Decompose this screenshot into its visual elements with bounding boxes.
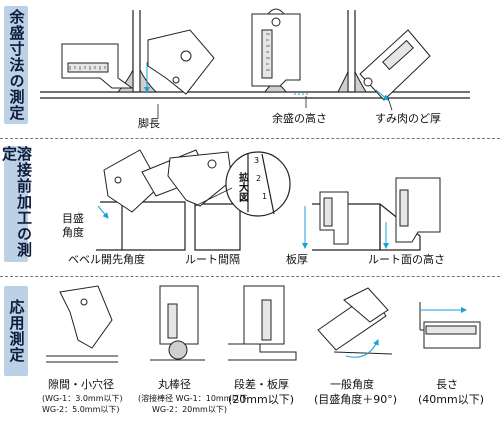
label-throat-thickness: すみ肉のど厚: [375, 112, 441, 125]
note-general-angle: (目盛角度＋90°): [314, 393, 398, 406]
label-length: 長さ: [436, 378, 458, 391]
label-angle: 角度: [62, 226, 84, 239]
section-band-pre-weld: 溶接前加工の測定: [0, 146, 33, 262]
gauge-step: [228, 285, 297, 361]
zoom-number-3: 3: [254, 156, 260, 165]
gauge-leg-length: [61, 29, 215, 95]
label-root-gap: ルート間隔: [185, 253, 240, 266]
gauge-root-gap: [167, 151, 233, 207]
note-gap-hole-2: WG-2：5.0mm以下): [42, 405, 120, 414]
arrow-throat: [375, 89, 389, 101]
section-title-pre-weld: 溶接前加工の測定: [0, 146, 33, 258]
gauge-scale-ticks-1: [69, 66, 106, 70]
label-round-bar: 丸棒径: [158, 378, 191, 391]
section-divider-1: [0, 138, 500, 139]
note-step-thickness: (20mm以下): [228, 393, 295, 406]
section-title-weld-size: 余盛寸法の測定: [7, 9, 26, 121]
label-scale: 目盛: [62, 212, 84, 225]
section-title-application: 応用測定: [7, 299, 26, 363]
arrow-bevel-angle: [97, 205, 109, 219]
section-band-application: 応用測定: [4, 286, 28, 376]
label-plate-thickness: 板厚: [286, 253, 308, 266]
gauge-scale-ticks-2: [266, 33, 270, 71]
label-general-angle: 一般角度: [330, 378, 374, 391]
note-round-bar-1: (溶接棒径 WG-1：10mm以下: [138, 394, 248, 403]
zoom-circle: [225, 151, 291, 217]
label-step-thickness: 段差・板厚: [234, 378, 289, 391]
note-gap-hole-1: (WG-1：3.0mm以下): [42, 394, 123, 403]
gauge-round-bar: [150, 285, 205, 361]
weld-beads-section1: [116, 69, 367, 93]
gauge-throat: [359, 29, 431, 101]
section-band-weld-size: 余盛寸法の測定: [4, 6, 28, 124]
gauge-root-face: [395, 177, 441, 243]
zoom-number-2: 2: [256, 174, 262, 183]
label-leg-length: 脚長: [138, 117, 160, 130]
section-divider-2: [0, 276, 500, 277]
gauge-gap-hole: [46, 285, 118, 363]
label-reinforcement-height: 余盛の高さ: [272, 112, 327, 125]
arrow-general-angle: [345, 339, 379, 358]
label-zoom: 拡大図: [236, 172, 248, 202]
gauge-general-angle: [317, 287, 393, 355]
note-length: (40mm以下): [418, 393, 485, 406]
label-gap-hole: 隙間・小穴径: [48, 378, 114, 391]
label-bevel-angle: ベベル開先角度: [68, 253, 145, 266]
zoom-number-1: 1: [262, 192, 268, 201]
note-round-bar-2: WG-2：20mm以下): [152, 405, 227, 414]
gauge-reinforcement: [251, 8, 301, 87]
gauge-plate-thickness: [319, 191, 349, 245]
label-root-face-height: ルート面の高さ: [368, 253, 445, 266]
zoom-leader: [194, 187, 233, 207]
gauge-length: [419, 302, 481, 349]
